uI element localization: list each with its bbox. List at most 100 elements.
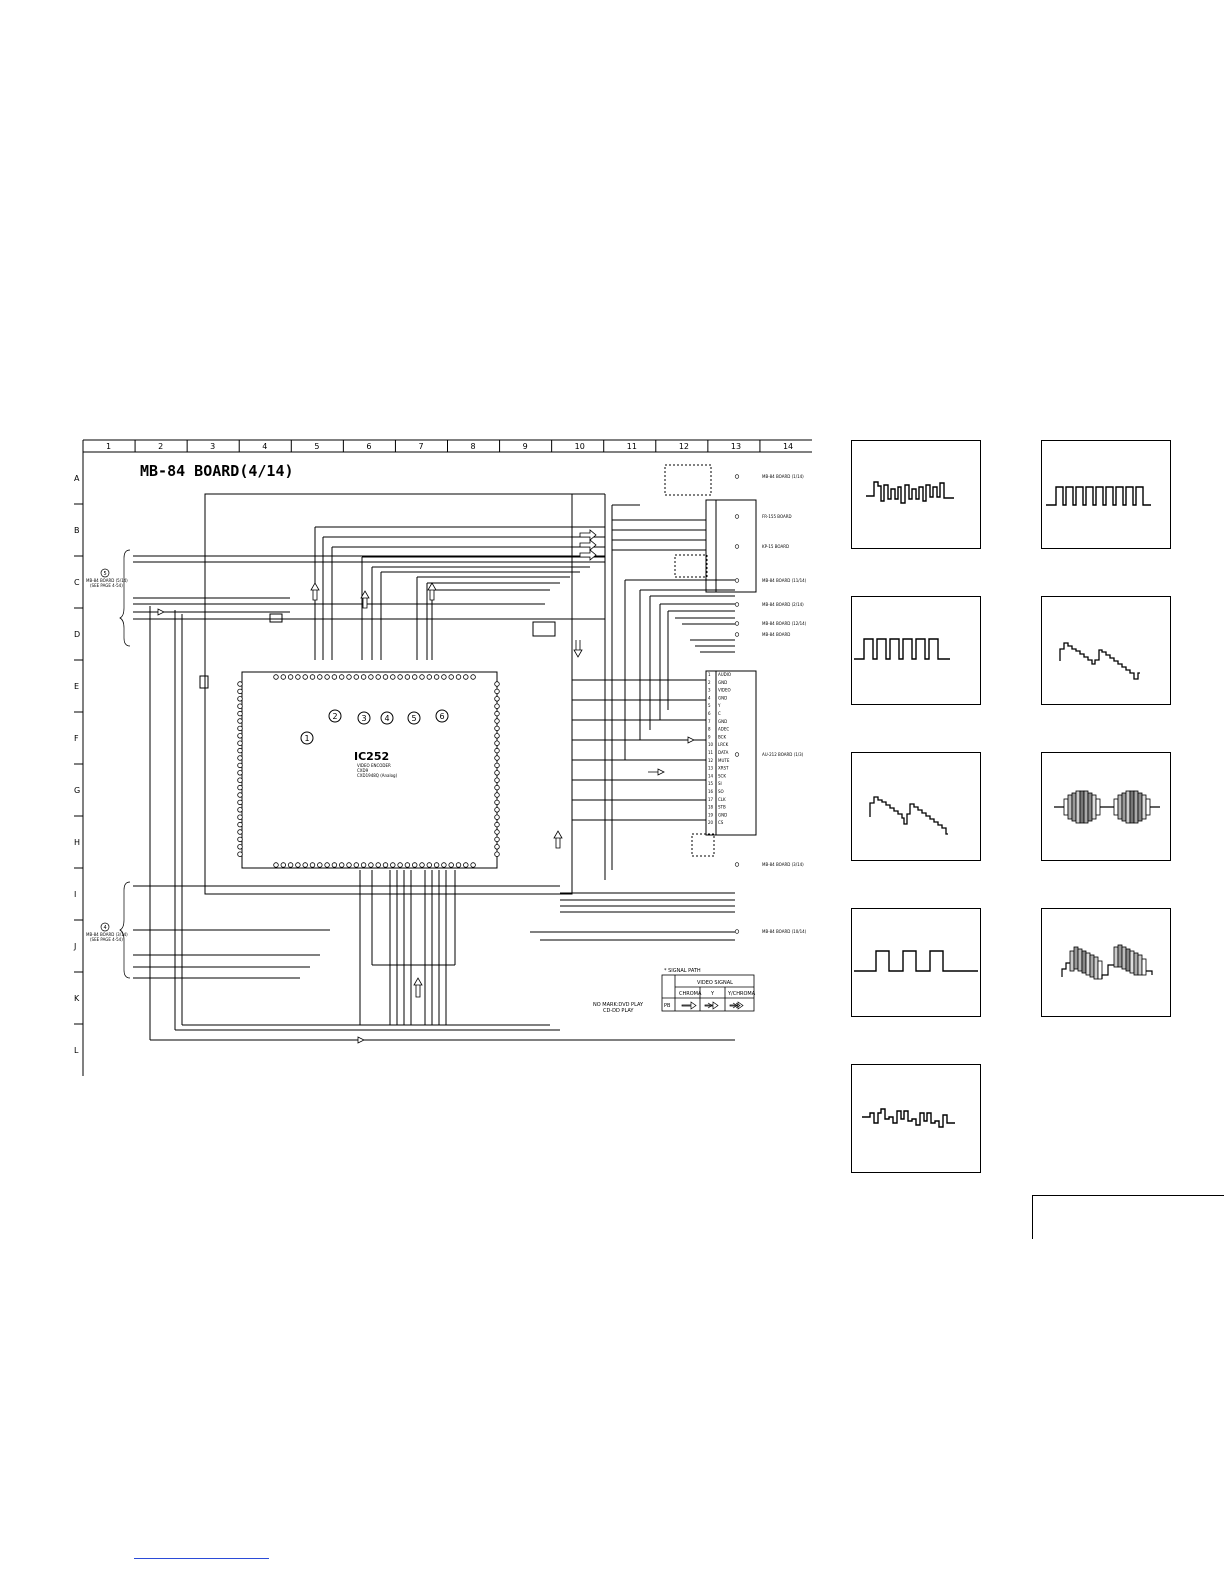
connector-pin-number: 19 [708,812,714,817]
ic252-part: VIDEO ENCODER [357,763,391,768]
connector-pin-number: 15 [708,781,714,786]
waveform-panel-7 [851,908,981,1017]
connector-pin-label: SI [718,781,722,786]
waveform-panel-1 [851,440,981,549]
right-ref-label: MB-84 BOARD (12/14) [762,621,807,626]
grid-row-label: B [74,526,80,535]
grid-col-label: 2 [158,442,163,451]
right-ref-label: MB-84 BOARD (10/14) [762,929,807,934]
grid-col-label: 1 [106,442,111,451]
connector-pin-number: 5 [708,703,711,708]
svg-text:2: 2 [333,712,338,721]
waveform-5-trace [869,796,948,835]
svg-text:6: 6 [440,712,445,721]
grid-col-label: 4 [262,442,267,451]
connector-pin-number: 18 [708,805,714,810]
grid-col-label: 7 [418,442,423,451]
right-ref-label: AU-212 BOARD (1/3) [762,752,804,757]
connector-pin-number: 4 [708,695,711,700]
corner-rule-horizontal [1033,1195,1224,1196]
connector-pin-label: GND [718,812,727,817]
svg-text:4: 4 [104,925,107,931]
connector-pin-number: 13 [708,766,714,771]
connector-pin-label: C [718,711,721,716]
signal-arrows [150,529,695,1044]
signal-path-legend: * SIGNAL PATH VIDEO SIGNAL CHROMA Y Y/CH… [593,968,756,1014]
svg-text:3: 3 [362,714,367,723]
right-ref-label: FR-155 BOARD [762,514,792,519]
ic252-line-2: CXD1948Q (Analog) [357,773,398,778]
left-ref-lower: 4 MB-84 BOARD (3/14) (SEE PAGE 4-54) [86,881,131,979]
grid-row-label: F [74,734,79,743]
grid-col-label: 9 [523,442,528,451]
test-points: 1 2 3 4 5 6 [300,709,449,745]
grid-row-label: D [74,630,80,639]
right-ref-label: MB-84 BOARD [762,632,790,637]
connector-pin-label: ADEC [718,727,729,732]
right-ref-label: MB-84 BOARD (3/14) [762,862,804,867]
grid-row-label: K [74,994,80,1003]
left-ref-upper-line-1: MB-84 BOARD (5/14) [86,578,128,583]
connector-pin-number: 10 [708,742,714,747]
waveform-9-trace [862,1108,955,1128]
connector-pin-number: 14 [708,773,714,778]
grid-col-label: 5 [314,442,319,451]
svg-text:5: 5 [104,571,107,577]
grid-col-label: 11 [627,442,637,451]
signal-path-note-1: NO MARK:DVD PLAY [593,1002,644,1008]
test-point-2: 2 [328,709,342,723]
grid-row-label: A [74,474,80,483]
grid-col-label: 6 [366,442,371,451]
ic252-chip: IC252 VIDEO ENCODER CXD9 CXD1948Q (Analo… [237,671,500,869]
connector-labels: AUDIO1GND2VIDEO3GND4Y5C6GND7ADEC8BCK9LRC… [708,672,731,825]
svg-text:1: 1 [305,734,310,743]
waveform-3-trace [854,638,950,660]
ic252-line-1: CXD9 [357,768,369,773]
test-point-1: 1 [300,731,314,745]
test-point-6: 6 [435,709,449,723]
left-ref-upper: 5 MB-84 BOARD (5/14) (SEE PAGE 4-54) [86,549,131,647]
connector-pin-label: GND [718,719,727,724]
signal-path-col-y: Y [710,991,715,997]
connector-pin-number: 7 [708,719,711,724]
connector-pin-number: 1 [708,672,711,677]
svg-text:5: 5 [412,714,417,723]
signal-path-col-ychroma: Y/CHROMA [727,991,756,997]
grid-col-label: 12 [679,442,689,451]
connector-pin-number: 8 [708,727,711,732]
corner-rule-vertical [1032,1195,1033,1239]
grid-col-label: 14 [783,442,793,451]
svg-text:4: 4 [385,714,390,723]
connector-pin-label: Y [717,703,721,708]
grid-col-label: 13 [731,442,741,451]
connector-pin-label: DATA [718,750,729,755]
waveform-1-trace [866,481,954,504]
waveform-panel-3 [851,596,981,705]
waveform-panel-4 [1041,596,1171,705]
connector-pin-number: 20 [708,820,714,825]
waveform-4-trace [1059,642,1140,680]
test-point-5: 5 [407,711,421,725]
signal-path-title: * SIGNAL PATH [664,968,701,974]
footer-link-underline[interactable] [134,1558,269,1559]
signal-path-note-2: CD-DD PLAY [603,1008,634,1014]
left-ref-upper-line-2: (SEE PAGE 4-54) [90,583,123,588]
grid-col-label: 8 [471,442,476,451]
waveform-6-trace [1054,790,1160,824]
connector-pin-label: GND [718,695,727,700]
connector-pin-label: MUTE [718,758,730,763]
grid-row-label: C [74,578,80,587]
connector-pin-number: 12 [708,758,714,763]
waveform-8-trace [1061,944,1153,980]
connector-pin-number: 16 [708,789,714,794]
connector-pin-number: 3 [708,688,711,693]
connector-pin-label: CLK [718,797,726,802]
signal-path-row-pb: PB [664,1003,671,1009]
connector-pin-label: CS [718,820,724,825]
waveform-panel-8 [1041,908,1171,1017]
connector-pin-label: XRST [718,766,729,771]
waveform-panel-9 [851,1064,981,1173]
